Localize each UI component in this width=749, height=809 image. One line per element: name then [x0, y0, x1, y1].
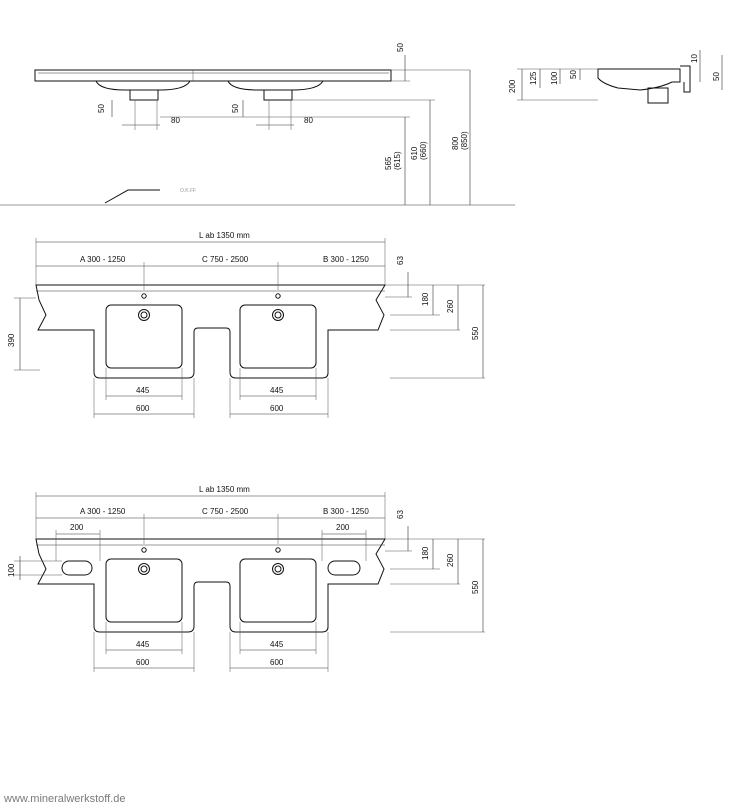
plan1-dim-550: 550: [471, 326, 480, 340]
drain-hole-right-2-inner: [274, 565, 282, 573]
drain-hole-left-2: [138, 563, 150, 575]
plan2-dim-100: 100: [7, 563, 16, 577]
drain-hole-right: [272, 309, 284, 321]
grip-slot-right: [327, 560, 361, 576]
plan1-basin-left-600: 600: [136, 404, 150, 413]
dim-610: 610: [410, 146, 419, 160]
plan1-dim-180: 180: [421, 292, 430, 306]
dim-80-mid: 80: [304, 116, 313, 125]
plan1-basin-right-445: 445: [270, 386, 284, 395]
plan1-basin-left-445: 445: [136, 386, 150, 395]
plan2-basin-right-600: 600: [270, 658, 284, 667]
tap-hole-right: [275, 293, 281, 299]
plan2-dim-200-right: 200: [336, 523, 350, 532]
drain-right: [263, 89, 293, 101]
plan2-basin-left-600: 600: [136, 658, 150, 667]
dim-660: (660): [419, 141, 428, 160]
plan2-dim-200-left: 200: [70, 523, 84, 532]
dim-10: 10: [690, 54, 699, 63]
drain-hole-left-2-inner: [140, 565, 148, 573]
dim-800: 800: [451, 136, 460, 150]
plan1-dim-b: B 300 - 1250: [323, 255, 369, 264]
basin-left: [105, 304, 183, 369]
dim-80-left: 80: [171, 116, 180, 125]
plan-view-1: L ab 1350 mm A 300 - 1250 C 750 - 2500 B…: [7, 231, 485, 418]
drain-hole-left-inner: [140, 311, 148, 319]
plan2-basin-right-445: 445: [270, 640, 284, 649]
plan1-total-length: L ab 1350 mm: [199, 231, 250, 240]
dim-50-side-right: 50: [712, 72, 721, 81]
plan2-dim-a: A 300 - 1250: [80, 507, 126, 516]
drain-hole-left: [138, 309, 150, 321]
dim-50-side: 50: [569, 70, 578, 79]
drain-left: [129, 89, 159, 101]
dim-50-mid: 50: [231, 104, 240, 113]
drain-hole-right-2: [272, 563, 284, 575]
front-elevation-view: 50 50 80 50 80 565 (615) 610 (660) 800 (…: [0, 43, 515, 206]
drain-hole-right-inner: [274, 311, 282, 319]
plan1-basin-right-600: 600: [270, 404, 284, 413]
dim-50-left: 50: [97, 104, 106, 113]
plan1-dim-63: 63: [396, 256, 405, 265]
basin-right-profile: [227, 80, 324, 91]
side-profile: [597, 68, 681, 91]
tap-hole-left-2: [141, 547, 147, 553]
dim-125: 125: [529, 71, 538, 85]
countertop-outline: [35, 284, 386, 379]
watermark: www.mineralwerkstoff.de: [4, 793, 126, 805]
plan1-dim-260: 260: [446, 299, 455, 313]
plan2-dim-b: B 300 - 1250: [323, 507, 369, 516]
plan2-dim-550: 550: [471, 580, 480, 594]
plan2-total-length: L ab 1350 mm: [199, 485, 250, 494]
dim-565: 565: [384, 156, 393, 170]
plan1-dim-c: C 750 - 2500: [202, 255, 249, 264]
dim-615: (615): [393, 151, 402, 170]
basin-right: [239, 304, 317, 369]
okff-leader: [104, 189, 160, 204]
plan1-dim-390: 390: [7, 333, 16, 347]
grip-slot-left: [61, 560, 93, 576]
side-drain: [647, 87, 669, 104]
plan2-dim-260: 260: [446, 553, 455, 567]
dim-50-top: 50: [396, 43, 405, 52]
dim-100: 100: [550, 71, 559, 85]
plan-view-2: L ab 1350 mm A 300 - 1250 C 750 - 2500 B…: [7, 485, 485, 672]
dim-200: 200: [508, 79, 517, 93]
countertop-slab: [34, 69, 392, 82]
side-bracket: [680, 65, 691, 93]
plan2-dim-180: 180: [421, 546, 430, 560]
okff-label: O.K.FF: [180, 188, 196, 194]
plan2-basin-left-445: 445: [136, 640, 150, 649]
tap-hole-left: [141, 293, 147, 299]
dim-850: (850): [460, 131, 469, 150]
plan2-dim-c: C 750 - 2500: [202, 507, 249, 516]
basin-right-2: [239, 558, 317, 623]
basin-left-2: [105, 558, 183, 623]
countertop-outline-2: [35, 538, 386, 633]
plan2-dim-63: 63: [396, 510, 405, 519]
basin-left-profile: [95, 80, 191, 91]
side-section-view: 200 125 100 50 10 50: [508, 50, 723, 104]
tap-hole-right-2: [275, 547, 281, 553]
plan1-dim-a: A 300 - 1250: [80, 255, 126, 264]
